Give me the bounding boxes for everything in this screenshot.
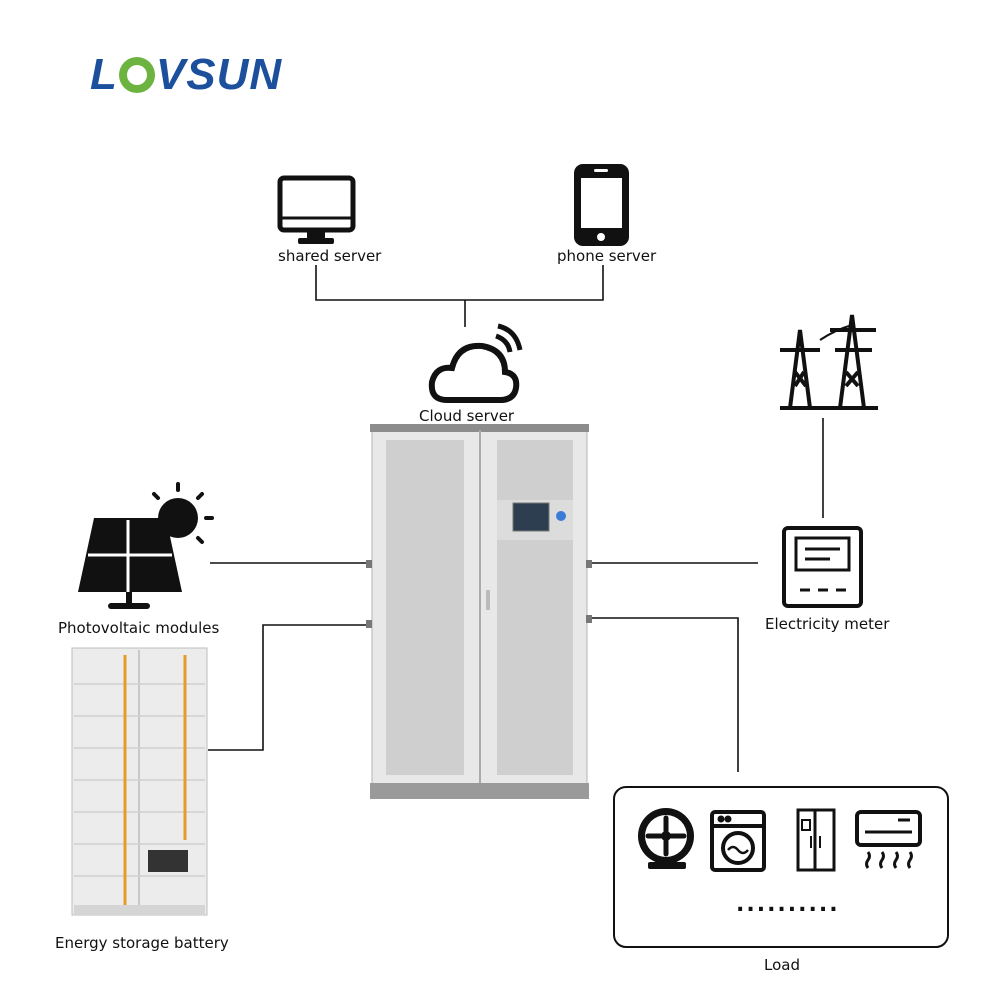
cloud-wifi-icon — [428, 323, 523, 403]
battery-rack — [71, 647, 208, 916]
fan-icon — [638, 808, 694, 869]
load-label: Load — [764, 956, 800, 974]
brand-logo: L VSUN — [90, 50, 282, 100]
load-more-dots: .......... — [736, 892, 840, 917]
monitor-icon — [277, 175, 356, 244]
load-box — [613, 786, 949, 948]
power-tower-icon — [780, 314, 878, 410]
battery-label: Energy storage battery — [55, 934, 229, 952]
meter-icon — [782, 526, 863, 608]
energy-storage-cabinet — [366, 424, 592, 799]
logo-letters: VSUN — [155, 50, 283, 99]
pv-modules-label: Photovoltaic modules — [58, 619, 220, 637]
cloud-server-label: Cloud server — [419, 407, 515, 425]
solar-panel-icon — [78, 482, 214, 609]
line-servers — [315, 265, 604, 301]
shared-server-label: shared server — [278, 247, 382, 265]
fridge-icon — [796, 808, 836, 872]
phone-icon — [574, 164, 629, 246]
line-battery — [208, 624, 366, 751]
logo-letter-l: L — [90, 50, 118, 99]
electricity-meter-label: Electricity meter — [765, 615, 890, 633]
logo-sun-icon — [118, 57, 155, 93]
washing-machine-icon — [710, 810, 766, 872]
phone-server-label: phone server — [557, 247, 657, 265]
line-load — [592, 617, 739, 772]
connection-lines — [208, 265, 824, 772]
air-conditioner-icon — [855, 810, 922, 869]
